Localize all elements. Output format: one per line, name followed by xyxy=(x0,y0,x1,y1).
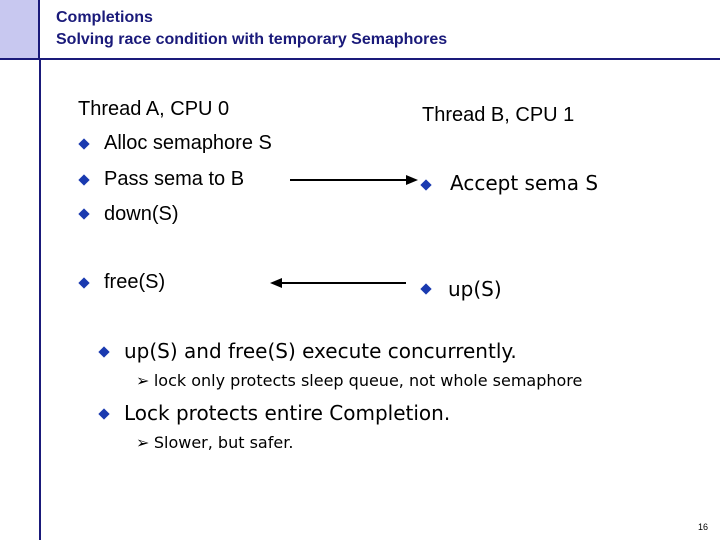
thread-a-item: free(S) xyxy=(104,271,166,293)
note-point-1: up(S) and free(S) execute concurrently. xyxy=(124,339,517,363)
title-rule xyxy=(40,58,720,60)
note-point-2: Lock protects entire Completion. xyxy=(124,401,451,425)
thread-b-heading: Thread B, CPU 1 xyxy=(422,104,575,126)
title-line-1: Completions xyxy=(56,9,153,26)
arrow-left-icon xyxy=(270,278,406,288)
diamond-bullet-icon xyxy=(420,283,432,295)
arrow-right-icon xyxy=(290,175,418,185)
thread-a-item: Alloc semaphore S xyxy=(104,132,272,154)
left-rule xyxy=(39,60,41,540)
thread-a-heading: Thread A, CPU 0 xyxy=(78,98,230,120)
arrowhead-bullet-icon: ➢ xyxy=(136,373,150,390)
thread-a-item: down(S) xyxy=(104,203,179,225)
diamond-bullet-icon xyxy=(98,346,110,358)
diamond-bullet-icon xyxy=(98,408,110,420)
arrowhead-bullet-icon: ➢ xyxy=(136,435,150,452)
sub-bullet-2: ➢ Slower, but safer. xyxy=(136,433,293,454)
slide-title: Completions Solving race condition with … xyxy=(56,7,447,51)
diamond-bullet-icon xyxy=(78,277,90,289)
note-point-2-sub: Slower, but safer. xyxy=(153,433,294,452)
thread-b-item: Accept sema S xyxy=(450,171,599,195)
sub-bullet-1: ➢ lock only protects sleep queue, not wh… xyxy=(136,371,582,392)
note-point-1-sub: lock only protects sleep queue, not whol… xyxy=(153,371,583,390)
diamond-bullet-icon xyxy=(78,208,90,220)
diamond-bullet-icon xyxy=(420,179,432,191)
diamond-bullet-icon xyxy=(78,138,90,150)
page-number: 16 xyxy=(697,522,708,532)
thread-b-item: up(S) xyxy=(448,277,502,301)
corner-block xyxy=(0,0,40,60)
title-line-2: Solving race condition with temporary Se… xyxy=(56,31,448,48)
diamond-bullet-icon xyxy=(78,174,90,186)
thread-a-item: Pass sema to B xyxy=(104,168,245,190)
